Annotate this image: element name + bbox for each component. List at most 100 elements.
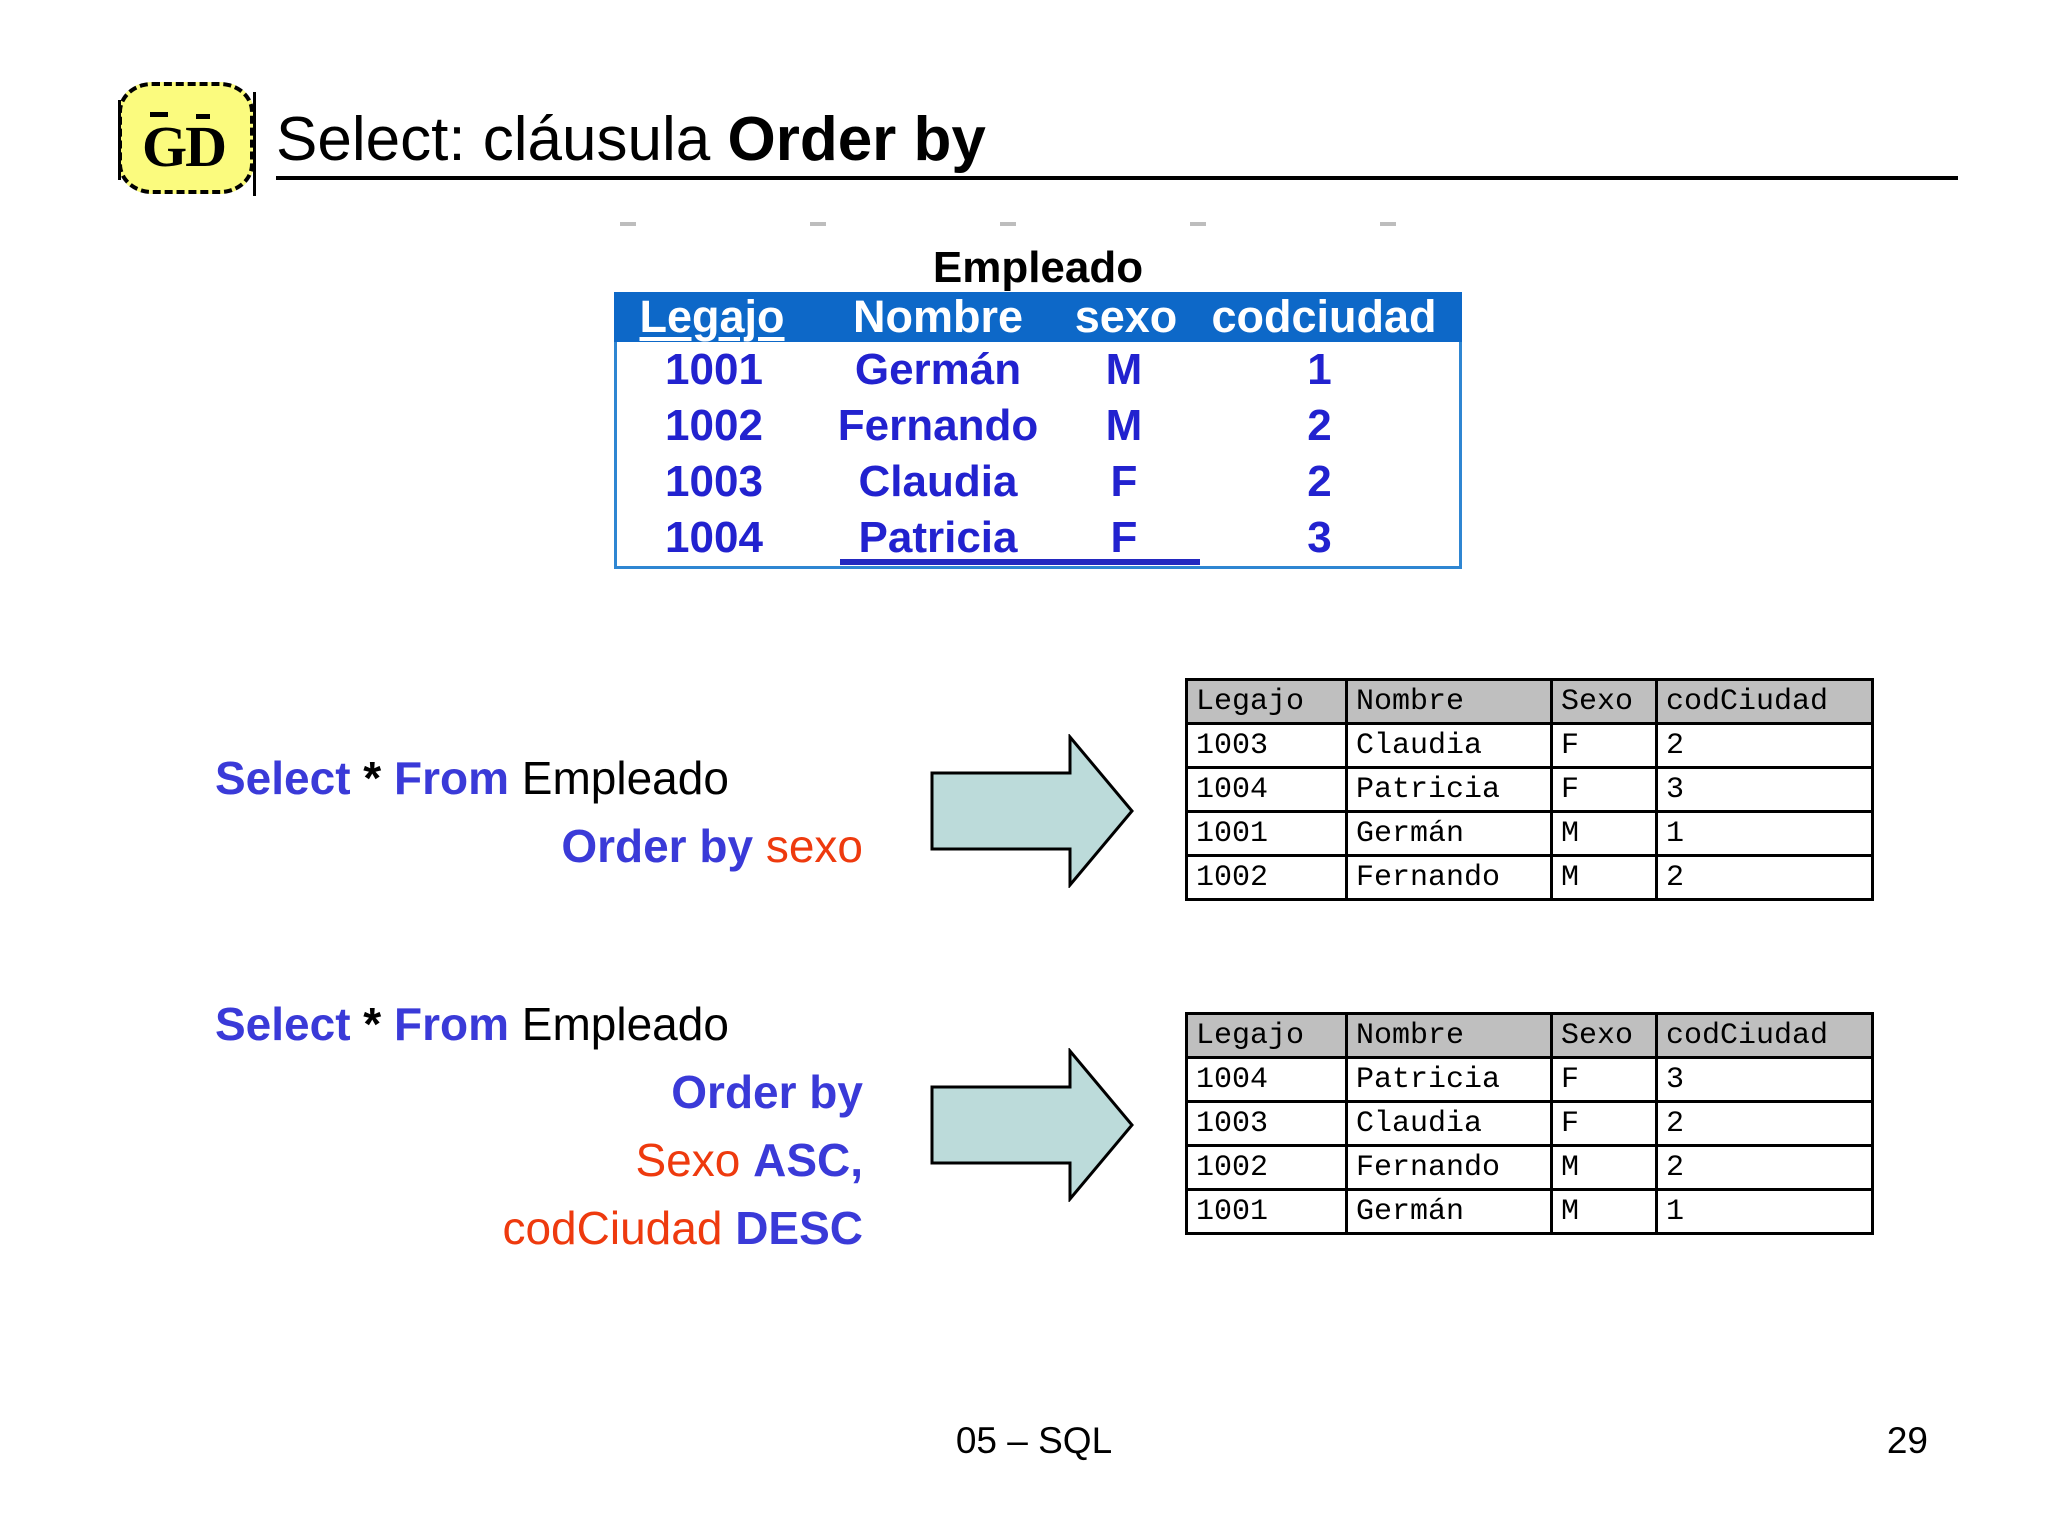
empleado-cell: 3 <box>1307 513 1332 562</box>
cell: M <box>1550 810 1658 857</box>
cell: Germán <box>1345 810 1553 857</box>
query-2-line-3: Sexo ASC, <box>215 1126 863 1194</box>
cell: Fernando <box>1345 854 1553 901</box>
page-title-regular: Select: cláusula <box>276 105 728 174</box>
sql-keyword: ASC, <box>753 1134 863 1186</box>
cell: 2 <box>1655 854 1874 901</box>
header-cell: Legajo <box>1185 678 1348 725</box>
empleado-header-cell: sexo <box>1074 291 1178 342</box>
cell: Patricia <box>1345 766 1553 813</box>
table-row: 1002 Fernando M 2 <box>1185 854 1874 901</box>
query-2: Select * From Empleado Order by Sexo ASC… <box>215 990 863 1262</box>
cell: 1003 <box>1185 722 1348 769</box>
empleado-table-body: 1001 Germán M 1 1002 Fernando M 2 1003 C… <box>614 342 1462 569</box>
sql-star: * <box>350 998 394 1050</box>
empleado-cell: 1 <box>1307 345 1332 394</box>
query-1: Select * From Empleado Order by sexo <box>215 744 863 880</box>
empleado-cell: Patricia <box>858 513 1018 562</box>
empleado-table-caption: Empleado <box>932 243 1144 292</box>
cell: M <box>1550 854 1658 901</box>
gd-logo-icon: GD <box>118 82 254 194</box>
header-cell: codCiudad <box>1655 1012 1874 1059</box>
logo-left-edge <box>118 100 121 180</box>
query-2-line-1: Select * From Empleado <box>215 990 863 1058</box>
empleado-header-cell: Legajo <box>639 291 785 342</box>
table-row: 1003 Claudia F 2 <box>1185 722 1874 769</box>
cell: F <box>1550 1056 1658 1103</box>
sql-table-name: Empleado <box>509 998 729 1050</box>
cell: 1 <box>1655 810 1874 857</box>
header-cell: Sexo <box>1550 678 1658 725</box>
sql-keyword: Select <box>215 998 351 1050</box>
cell: M <box>1550 1144 1658 1191</box>
empleado-cell: Fernando <box>837 401 1039 450</box>
logo-right-edge <box>253 92 256 196</box>
empleado-table-header: Legajo Nombre sexo codciudad <box>614 292 1462 342</box>
sql-keyword: From <box>394 752 509 804</box>
cell: 2 <box>1655 1144 1874 1191</box>
query-2-line-2: Order by <box>215 1058 863 1126</box>
gd-logo-text: GD <box>142 114 227 179</box>
cell: F <box>1550 1100 1658 1147</box>
logo-dash-mark <box>150 112 168 117</box>
cell: M <box>1550 1188 1658 1235</box>
sql-keyword: Select <box>215 752 351 804</box>
cell: F <box>1550 766 1658 813</box>
query-2-line-4: codCiudad DESC <box>215 1194 863 1262</box>
sql-column-name: codCiudad <box>502 1202 736 1254</box>
table-row: 1004 Patricia F 3 <box>1185 766 1874 813</box>
empleado-cell: Germán <box>854 345 1022 394</box>
header-cell: Nombre <box>1345 1012 1553 1059</box>
cell: 2 <box>1655 1100 1874 1147</box>
empleado-bottom-line-mark <box>840 559 1200 565</box>
empleado-cell: 1004 <box>665 513 763 562</box>
cell: 1004 <box>1185 1056 1348 1103</box>
header-cell: Legajo <box>1185 1012 1348 1059</box>
query-1-line-2: Order by sexo <box>215 812 863 880</box>
table-row: 1001 Germán M 1 <box>1185 1188 1874 1235</box>
result-table-2: Legajo Nombre Sexo codCiudad 1004 Patric… <box>1185 1012 1874 1235</box>
empleado-header-cell: Nombre <box>852 291 1024 342</box>
cell: 3 <box>1655 1056 1874 1103</box>
table-header-row: Legajo Nombre Sexo codCiudad <box>1185 1012 1874 1059</box>
page-number: 29 <box>1886 1420 1928 1461</box>
cell: F <box>1550 722 1658 769</box>
faint-dash-mark <box>1000 222 1016 226</box>
cell: Claudia <box>1345 1100 1553 1147</box>
sql-star: * <box>350 752 394 804</box>
header-cell: codCiudad <box>1655 678 1874 725</box>
cell: 1001 <box>1185 1188 1348 1235</box>
page-title-bold: Order by <box>727 105 986 174</box>
cell: 1002 <box>1185 854 1348 901</box>
sql-table-name: Empleado <box>509 752 729 804</box>
query-1-line-1: Select * From Empleado <box>215 744 863 812</box>
page-title: Select: cláusula Order by <box>276 108 986 172</box>
cell: 3 <box>1655 766 1874 813</box>
footer-label: 05 – SQL <box>955 1420 1113 1461</box>
empleado-cell: F <box>1110 457 1138 506</box>
empleado-cell: Claudia <box>858 457 1018 506</box>
faint-dash-mark <box>1380 222 1396 226</box>
cell: 1003 <box>1185 1100 1348 1147</box>
cell: Claudia <box>1345 722 1553 769</box>
header-cell: Sexo <box>1550 1012 1658 1059</box>
empleado-cell: 1003 <box>665 457 763 506</box>
empleado-cell: M <box>1105 345 1143 394</box>
faint-dash-mark <box>620 222 636 226</box>
empleado-cell: F <box>1110 513 1138 562</box>
cell: 1004 <box>1185 766 1348 813</box>
table-row: 1001 Germán M 1 <box>1185 810 1874 857</box>
sql-keyword: Order by <box>561 820 766 872</box>
cell: Patricia <box>1345 1056 1553 1103</box>
table-header-row: Legajo Nombre Sexo codCiudad <box>1185 678 1874 725</box>
cell: Fernando <box>1345 1144 1553 1191</box>
arrow-right-icon <box>930 734 1134 888</box>
faint-dash-mark <box>810 222 826 226</box>
sql-column-name: Sexo <box>635 1134 754 1186</box>
empleado-header-cell: codciudad <box>1211 291 1437 342</box>
table-row: 1002 Fernando M 2 <box>1185 1144 1874 1191</box>
empleado-cell: 2 <box>1307 457 1332 506</box>
table-row: 1003 Claudia F 2 <box>1185 1100 1874 1147</box>
empleado-cell: 2 <box>1307 401 1332 450</box>
sql-keyword: Order by <box>671 1066 863 1118</box>
